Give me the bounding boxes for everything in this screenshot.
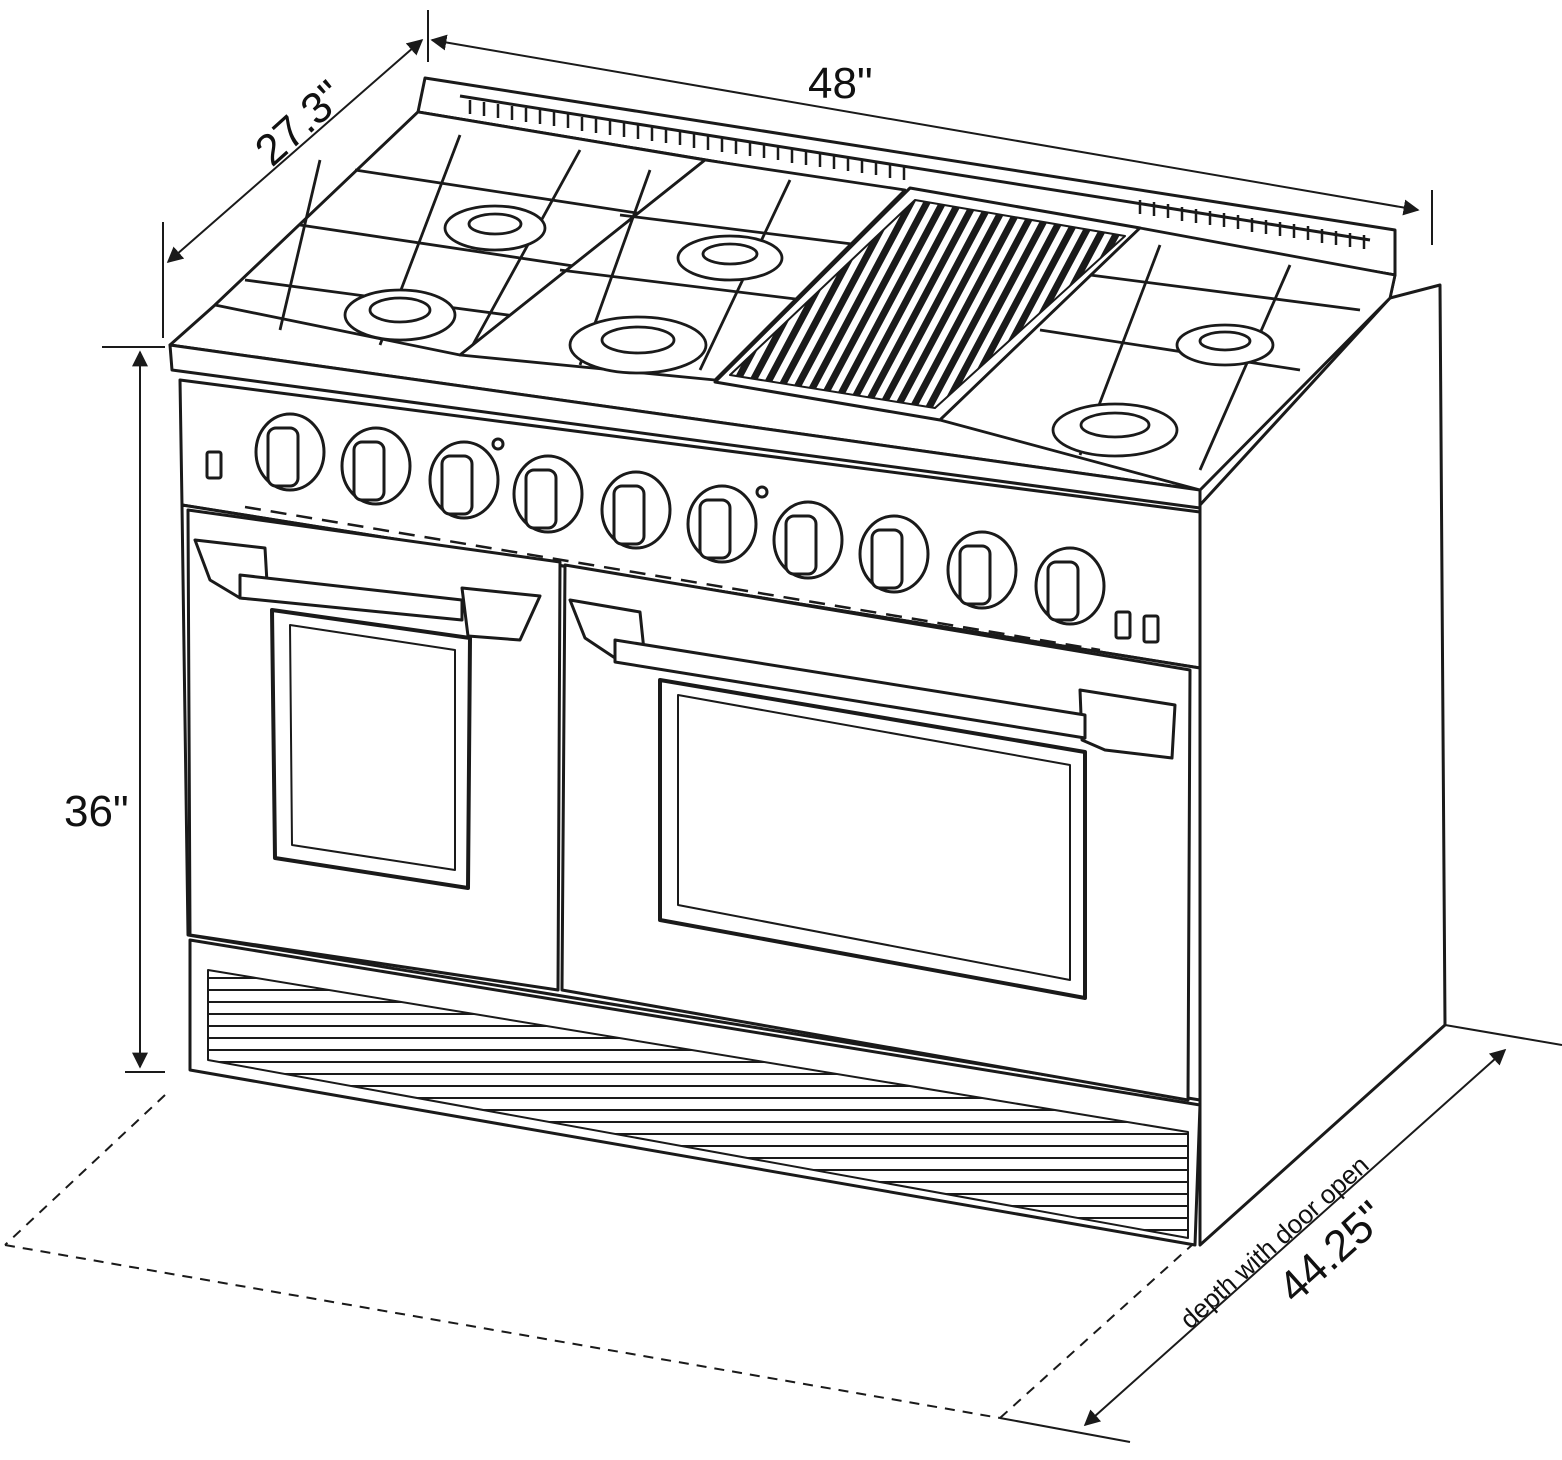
burner-cap: [343, 288, 457, 342]
burner-cap: [1051, 402, 1179, 458]
rocker-switch-left: [205, 450, 223, 480]
range-illustration: [168, 76, 1447, 1247]
control-knobs: [254, 412, 1106, 626]
rocker-switch-right-1: [1114, 610, 1132, 640]
control-knob: [1034, 546, 1106, 626]
depth-label: 27.3": [246, 71, 354, 175]
burner-grates-right: [938, 226, 1397, 492]
door-open-footprint: [4, 1094, 1193, 1419]
burner-cap: [1175, 323, 1275, 367]
control-knob: [946, 530, 1018, 610]
width-label: 48": [808, 59, 873, 108]
cooktop-front-edge: [168, 343, 1202, 510]
rocker-switch-right-2: [1142, 614, 1160, 644]
control-knob: [340, 426, 412, 506]
control-knob: [686, 484, 758, 564]
control-knob: [512, 454, 584, 534]
small-oven-window: [270, 608, 472, 890]
depth-dimension-line: [166, 38, 424, 264]
control-knob: [600, 470, 672, 550]
grill-plate: [713, 186, 1142, 422]
width-dimension-line: [430, 34, 1420, 216]
burner-cap: [568, 315, 708, 375]
height-label: 36": [64, 787, 129, 836]
door-open-extension-side: [1444, 1024, 1562, 1046]
door-open-dimension-line: [1083, 1048, 1507, 1427]
control-knob: [772, 500, 844, 580]
control-knob: [254, 412, 326, 492]
control-knob: [428, 440, 500, 520]
burner-cap: [676, 234, 784, 282]
dimension-lines: [4, 10, 1562, 1443]
door-open-extension-front: [999, 1417, 1131, 1443]
control-knob: [858, 514, 930, 594]
large-oven-window: [658, 678, 1087, 1000]
